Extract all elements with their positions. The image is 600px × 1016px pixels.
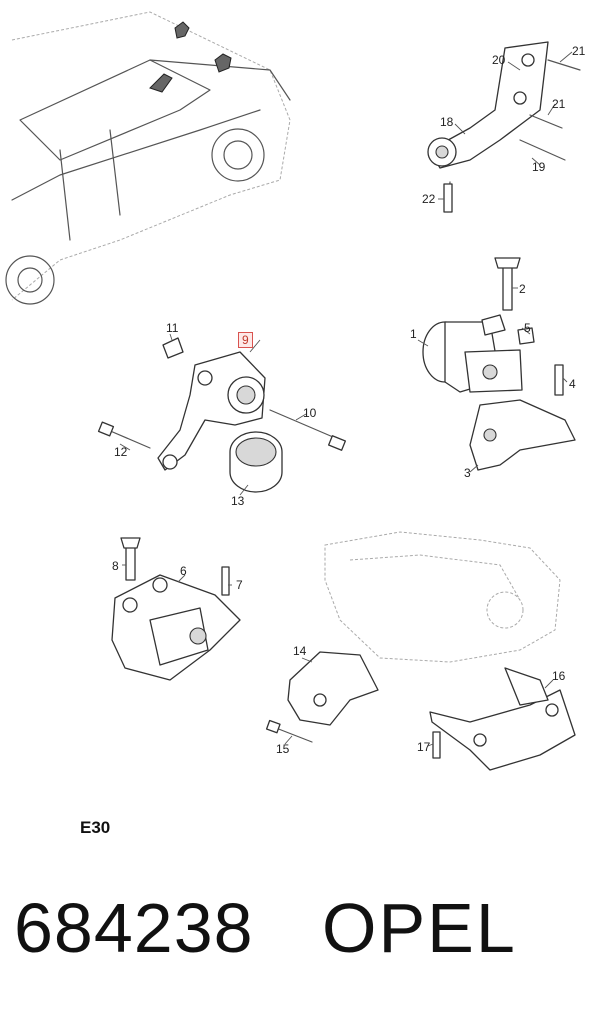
callout-8: 8 (112, 559, 119, 573)
torque-rod-assembly (427, 41, 581, 213)
callout-18: 18 (440, 115, 454, 129)
bracket-14-assembly (265, 651, 379, 743)
callout-4: 4 (569, 377, 576, 391)
callout-21-top: 21 (572, 44, 586, 58)
part-number: 684238 (14, 889, 254, 967)
callout-15: 15 (276, 742, 290, 756)
callout-7: 7 (236, 578, 243, 592)
callout-1: 1 (410, 327, 417, 341)
callout-11: 11 (166, 321, 179, 335)
callout-5: 5 (524, 321, 531, 335)
engine-block-outline (324, 531, 561, 663)
brand-name: OPEL (322, 889, 517, 967)
support-bracket-16-assembly (429, 667, 576, 771)
callout-20: 20 (492, 53, 506, 67)
callout-13: 13 (231, 494, 245, 508)
callout-12: 12 (114, 445, 128, 459)
callout-10: 10 (303, 406, 317, 420)
car-outline-illustration (5, 11, 291, 305)
callout-17: 17 (417, 740, 431, 754)
callout-14: 14 (293, 644, 307, 658)
transmission-mount-assembly (97, 337, 347, 493)
callout-3: 3 (464, 466, 471, 480)
callout-2: 2 (519, 282, 526, 296)
section-code: E30 (80, 818, 111, 837)
leader-lines (119, 51, 573, 747)
engine-mount-assembly (422, 257, 576, 471)
mount-bracket-assembly (111, 537, 241, 681)
callout-22: 22 (422, 192, 436, 206)
callout-21-middle: 21 (552, 97, 566, 111)
callout-6: 6 (180, 564, 187, 578)
callout-16: 16 (552, 669, 566, 683)
exploded-parts-diagram (5, 11, 581, 771)
callout-9-highlighted[interactable]: 9 (238, 332, 253, 348)
callout-19: 19 (532, 160, 546, 174)
